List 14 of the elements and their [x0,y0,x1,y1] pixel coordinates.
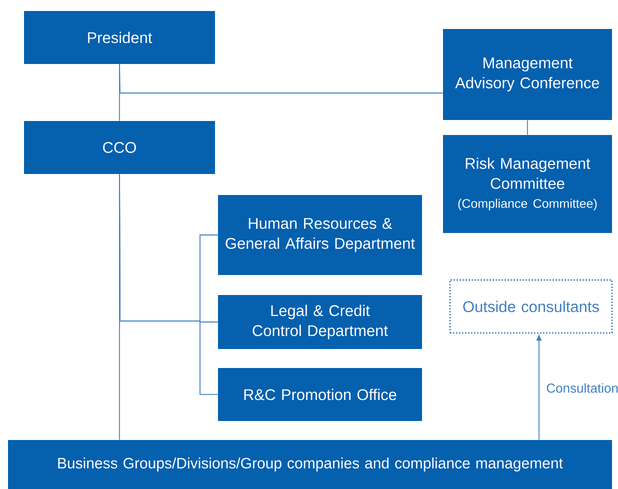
org-box: Human Resources & General Affairs Department [218,195,422,275]
connector-line [527,120,528,136]
org-box: President [24,11,215,64]
connector-line [119,174,218,395]
org-box: R&C Promotion Office [218,368,422,421]
department-bar: Business Groups/Divisions/Group companies and compliance management [8,440,612,489]
org-box: Management Advisory Conference [443,29,612,120]
arrow [536,334,542,440]
org-box: Risk Management Committee (Compliance Committee) [443,135,612,233]
edge-label: Consultation [545,382,618,394]
consultant-box: Outside consultants [449,279,613,334]
org-box: Legal & Credit Control Department [218,294,422,349]
org-box: CCO [24,121,215,174]
connector-line [119,64,444,94]
